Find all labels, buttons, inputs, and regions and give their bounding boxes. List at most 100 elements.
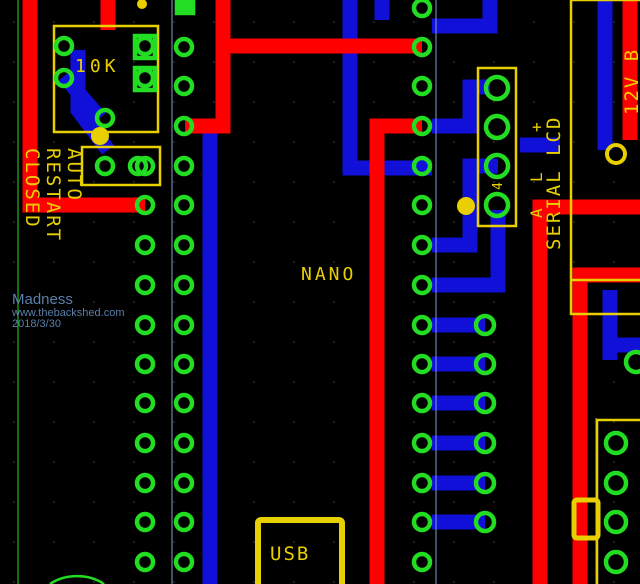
grid-dot xyxy=(213,101,215,103)
grid-dot xyxy=(13,221,15,223)
grid-dot xyxy=(453,301,455,303)
grid-dot xyxy=(133,181,135,183)
header-pad xyxy=(134,194,156,216)
grid-dot xyxy=(93,341,95,343)
header-pad xyxy=(173,115,195,137)
grid-dot xyxy=(133,581,135,583)
header-pad xyxy=(411,234,433,256)
top-trace xyxy=(572,267,640,584)
grid-dot xyxy=(53,21,55,23)
component-pad xyxy=(127,155,149,177)
grid-dot xyxy=(333,261,335,263)
grid-dot xyxy=(573,181,575,183)
grid-dot xyxy=(413,141,415,143)
grid-dot xyxy=(293,381,295,383)
grid-dot xyxy=(13,301,15,303)
grid-dot xyxy=(93,21,95,23)
grid-dot xyxy=(613,21,615,23)
grid-dot xyxy=(173,541,175,543)
component-pad xyxy=(134,35,156,57)
grid-dot xyxy=(93,221,95,223)
header-pad xyxy=(473,391,497,415)
header-pad xyxy=(411,274,433,296)
module-label: NANO xyxy=(301,264,356,285)
top-trace xyxy=(185,0,231,134)
grid-dot xyxy=(493,141,495,143)
grid-dot xyxy=(493,541,495,543)
component-pad xyxy=(53,67,75,89)
grid-dot xyxy=(533,21,535,23)
auto-label: AUTO xyxy=(63,148,85,202)
header-pad xyxy=(173,353,195,375)
grid-dot xyxy=(173,581,175,583)
header-pad xyxy=(473,313,497,337)
grid-dot xyxy=(93,581,95,583)
grid-dot xyxy=(573,101,575,103)
grid-dot xyxy=(53,501,55,503)
pad-layer xyxy=(53,0,640,575)
grid-dot xyxy=(413,101,415,103)
grid-dot xyxy=(453,461,455,463)
header-pad xyxy=(134,472,156,494)
grid-dot xyxy=(333,61,335,63)
grid-dot xyxy=(253,21,255,23)
usb-connector-outline xyxy=(255,517,345,584)
grid-dot xyxy=(173,341,175,343)
grid-dot xyxy=(133,221,135,223)
grid-dot xyxy=(293,141,295,143)
grid-dot xyxy=(133,261,135,263)
grid-dot xyxy=(133,101,135,103)
grid-dot xyxy=(613,541,615,543)
grid-dot xyxy=(173,181,175,183)
grid-dot xyxy=(413,421,415,423)
connector-pad xyxy=(603,509,629,535)
grid-dot xyxy=(253,301,255,303)
grid-dot xyxy=(253,421,255,423)
header-pad xyxy=(411,432,433,454)
grid-dot xyxy=(333,501,335,503)
grid-dot xyxy=(173,301,175,303)
grid-dot xyxy=(173,501,175,503)
via xyxy=(457,197,475,215)
header-pad xyxy=(411,392,433,414)
grid-dot xyxy=(53,461,55,463)
header-pad xyxy=(173,36,195,58)
grid-dot xyxy=(293,501,295,503)
grid-dot xyxy=(573,21,575,23)
grid-dot xyxy=(493,181,495,183)
grid-dot xyxy=(13,141,15,143)
grid-dot xyxy=(253,541,255,543)
right-edge-label: 12V B xyxy=(621,48,640,115)
grid-dot xyxy=(333,461,335,463)
jumper-outline xyxy=(80,145,162,187)
grid-dot xyxy=(13,341,15,343)
grid-dot xyxy=(453,541,455,543)
grid-dot xyxy=(13,581,15,583)
grid-dot xyxy=(53,221,55,223)
grid-dot xyxy=(493,61,495,63)
grid-dot xyxy=(493,381,495,383)
header-pad xyxy=(134,551,156,573)
lcd-header-pad xyxy=(483,191,511,219)
grid-dot xyxy=(293,581,295,583)
header-pad xyxy=(173,392,195,414)
grid-dot xyxy=(613,461,615,463)
grid-dot xyxy=(93,301,95,303)
connector-pad xyxy=(603,470,629,496)
grid-dot xyxy=(13,381,15,383)
grid-dot xyxy=(613,261,615,263)
grid-dot xyxy=(13,501,15,503)
component-pad xyxy=(53,35,75,57)
grid-dot xyxy=(13,101,15,103)
grid-dot xyxy=(453,421,455,423)
lcd-header-pad xyxy=(483,74,511,102)
grid-dot xyxy=(293,21,295,23)
grid-dot xyxy=(93,381,95,383)
grid-dot xyxy=(333,141,335,143)
closed-label: CLOSED xyxy=(21,148,43,229)
grid-dot xyxy=(173,221,175,223)
grid-dot xyxy=(333,341,335,343)
grid-dot xyxy=(173,141,175,143)
grid-dot xyxy=(333,221,335,223)
lcd-header-outline xyxy=(476,66,518,228)
